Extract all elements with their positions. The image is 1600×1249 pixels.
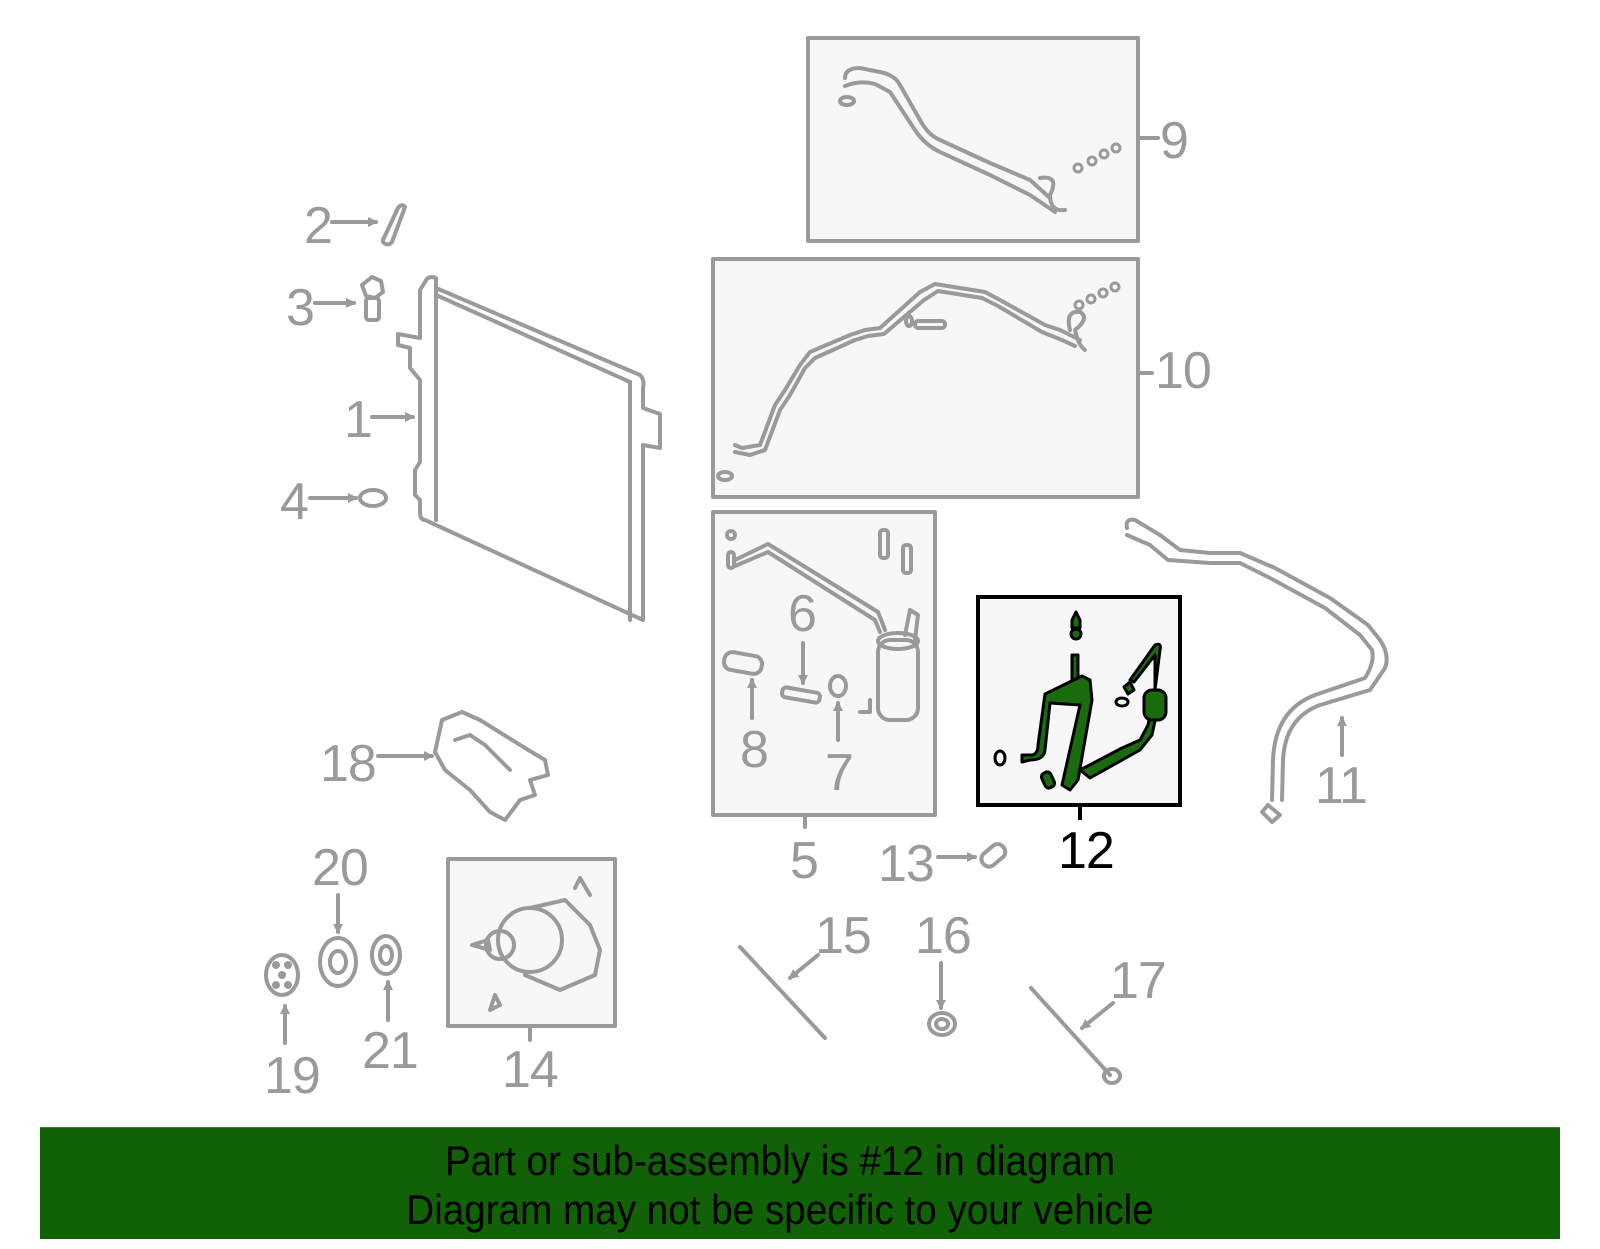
callout-7[interactable]: 7 xyxy=(825,744,854,802)
callout-4[interactable]: 4 xyxy=(280,473,309,531)
part-15-rod[interactable] xyxy=(738,945,827,1040)
callout-1[interactable]: 1 xyxy=(344,391,373,449)
callout-10[interactable]: 10 xyxy=(1155,342,1212,400)
callout-12[interactable]: 12 xyxy=(1058,822,1115,880)
part-17-stud[interactable] xyxy=(1029,986,1122,1085)
info-banner: Part or sub-assembly is #12 in diagram D… xyxy=(40,1127,1560,1239)
callout-19[interactable]: 19 xyxy=(264,1047,321,1105)
callout-21[interactable]: 21 xyxy=(362,1022,419,1080)
part-5-receiver-drier-box[interactable] xyxy=(711,510,937,829)
part-4-o-ring[interactable] xyxy=(308,488,388,508)
banner-disclaimer: Diagram may not be specific to your vehi… xyxy=(406,1186,1154,1233)
part-9-hose-box[interactable] xyxy=(806,36,1160,243)
callout-20[interactable]: 20 xyxy=(312,839,369,897)
callout-17[interactable]: 17 xyxy=(1110,952,1167,1010)
callout-3[interactable]: 3 xyxy=(286,279,315,337)
part-1-condenser[interactable] xyxy=(396,275,662,622)
part-20-pulley[interactable] xyxy=(318,893,358,988)
part-16-nut[interactable] xyxy=(927,961,957,1037)
callout-11[interactable]: 11 xyxy=(1315,757,1368,815)
part-18-module[interactable] xyxy=(376,710,550,822)
part-3-bolt[interactable] xyxy=(313,275,385,322)
callout-14[interactable]: 14 xyxy=(502,1041,559,1099)
callout-6[interactable]: 6 xyxy=(788,585,817,643)
callout-8[interactable]: 8 xyxy=(740,721,769,779)
callout-5[interactable]: 5 xyxy=(790,832,819,890)
part-14-compressor-box[interactable] xyxy=(446,857,617,1042)
part-13-fitting[interactable] xyxy=(936,841,1008,869)
part-10-hose-box[interactable] xyxy=(711,257,1154,499)
banner-part-note: Part or sub-assembly is #12 in diagram xyxy=(444,1137,1116,1184)
part-19-plate[interactable] xyxy=(264,953,300,1045)
callout-16[interactable]: 16 xyxy=(915,907,972,965)
callout-18[interactable]: 18 xyxy=(320,735,377,793)
part-2-bracket[interactable] xyxy=(330,203,407,247)
callout-9[interactable]: 9 xyxy=(1160,112,1189,170)
part-21-bearing[interactable] xyxy=(370,934,402,1022)
part-12-highlighted-hose-box[interactable] xyxy=(976,595,1182,820)
part-11-hose[interactable] xyxy=(1124,517,1389,824)
callout-2[interactable]: 2 xyxy=(304,197,333,255)
callout-15[interactable]: 15 xyxy=(815,907,872,965)
callout-13[interactable]: 13 xyxy=(878,835,935,893)
